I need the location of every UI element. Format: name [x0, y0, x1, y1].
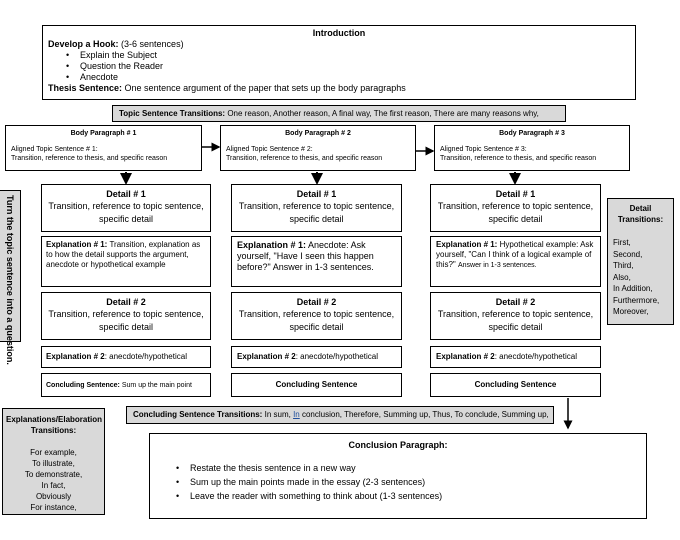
explanation-text: Hypothetical example: Ask yourself, "Can…: [436, 240, 594, 269]
conclusion-box: Conclusion Paragraph: Restate the thesis…: [149, 433, 647, 519]
explanation-small-text: Answer in 1-3 sentences.: [457, 262, 537, 269]
concluding-box: Concluding Sentence: [231, 373, 402, 397]
body-paragraph-1: Body Paragraph # 1 Aligned Topic Sentenc…: [5, 125, 202, 171]
explanation-label: Explanation # 2: [237, 352, 296, 361]
detail-title: Detail # 2: [495, 297, 536, 307]
elaboration-item: For instance,: [30, 503, 77, 512]
concluding-box: Concluding Sentence: [430, 373, 601, 397]
detail-transition-item: In Addition,: [613, 284, 653, 293]
body-paragraph-3: Body Paragraph # 3 Aligned Topic Sentenc…: [434, 125, 630, 171]
body-paragraph-title: Body Paragraph # 3: [499, 130, 565, 137]
detail-title: Detail # 2: [106, 297, 146, 307]
hook-line: Develop a Hook: (3-6 sentences): [48, 39, 630, 50]
explanation-label: Explanation # 2: [46, 352, 105, 361]
conclusion-item: Restate the thesis sentence in a new way: [172, 461, 638, 475]
concluding-label: Concluding Sentence: [275, 380, 358, 389]
concluding-transitions-link[interactable]: In: [293, 410, 300, 419]
explanation-label: Explanation # 1:: [46, 240, 108, 249]
thesis-text: One sentence argument of the paper that …: [124, 83, 406, 93]
topic-transitions-label: Topic Sentence Transitions:: [119, 109, 226, 118]
detail-transition-item: Furthermore,: [613, 295, 660, 305]
detail-1-box: Detail # 1 Transition, reference to topi…: [41, 184, 211, 232]
concluding-label: Concluding Sentence:: [46, 382, 120, 389]
explanation-2-box: Explanation # 2: anecdote/hypothetical: [430, 346, 601, 368]
explanation-text: : anecdote/hypothetical: [494, 352, 577, 361]
elaboration-item: To illustrate,: [32, 459, 75, 468]
explanation-2-box: Explanation # 2: anecdote/hypothetical: [41, 346, 211, 368]
aligned-topic-label: Aligned Topic Sentence # 1:: [11, 146, 98, 153]
explanation-label: Explanation # 2: [436, 352, 495, 361]
concluding-text: Sum up the main point: [121, 382, 192, 389]
elaboration-item: For example,: [30, 448, 77, 457]
elaboration-item: Obviously: [35, 492, 72, 501]
side-note-box: Turn the topic sentence into a question.: [0, 190, 21, 365]
explanation-text: : anecdote/hypothetical: [295, 352, 378, 361]
hook-item: Anecdote: [62, 72, 630, 83]
aligned-topic-text: Transition, reference to thesis, and spe…: [11, 155, 168, 162]
body-paragraph-title: Body Paragraph # 2: [285, 130, 351, 137]
detail-transition-item: Third,: [613, 261, 634, 270]
explanation-label: Explanation # 1:: [237, 240, 307, 250]
detail-text: Transition, reference to topic sentence,…: [238, 201, 395, 224]
aligned-topic-text: Transition, reference to thesis, and spe…: [440, 155, 597, 162]
concluding-transitions-text-after: conclusion, Therefore, Summing up, Thus,…: [301, 410, 549, 419]
detail-1-box: Detail # 1 Transition, reference to topi…: [231, 184, 402, 232]
detail-transition-item: Moreover,: [613, 307, 649, 316]
thesis-line: Thesis Sentence: One sentence argument o…: [48, 83, 630, 94]
detail-transition-item: Second,: [613, 249, 643, 259]
thesis-label: Thesis Sentence:: [48, 83, 123, 93]
concluding-transitions-box: Concluding Sentence Transitions: In sum,…: [126, 406, 554, 424]
conclusion-item: Sum up the main points made in the essay…: [172, 475, 638, 489]
conclusion-item: Leave the reader with something to think…: [172, 489, 638, 503]
detail-title: Detail # 1: [495, 189, 536, 199]
explanation-1-box: Explanation # 1: Hypothetical example: A…: [430, 236, 601, 287]
detail-title: Detail # 1: [296, 189, 337, 199]
detail-text: Transition, reference to topic sentence,…: [238, 309, 395, 332]
elaboration-item: In fact,: [41, 481, 66, 490]
detail-title: Detail # 1: [106, 189, 146, 199]
introduction-title: Introduction: [312, 28, 366, 38]
topic-transitions-text: One reason, Another reason, A final way,…: [227, 109, 539, 118]
explanation-text: Anecdote: Ask yourself, "Have I seen thi…: [237, 240, 374, 272]
aligned-topic-label: Aligned Topic Sentence # 2:: [226, 146, 313, 153]
concluding-label: Concluding Sentence: [474, 380, 557, 389]
detail-text: Transition, reference to topic sentence,…: [437, 309, 594, 332]
hook-label: Develop a Hook:: [48, 39, 119, 49]
detail-2-box: Detail # 2 Transition, reference to topi…: [231, 292, 402, 340]
aligned-topic-label: Aligned Topic Sentence # 3:: [440, 146, 527, 153]
explanation-2-box: Explanation # 2: anecdote/hypothetical: [231, 346, 402, 368]
detail-transition-item: Also,: [613, 272, 631, 282]
hook-item: Explain the Subject: [62, 50, 630, 61]
detail-text: Transition, reference to topic sentence,…: [437, 201, 594, 224]
elaboration-transitions-box: Explanations/Elaboration Transitions: Fo…: [2, 408, 105, 515]
explanation-1-box: Explanation # 1: Transition, explanation…: [41, 236, 211, 287]
concluding-box: Concluding Sentence: Sum up the main poi…: [41, 373, 211, 397]
detail-2-box: Detail # 2 Transition, reference to topi…: [41, 292, 211, 340]
detail-transitions-title: Detail Transitions:: [617, 204, 664, 224]
explanation-text: : anecdote/hypothetical: [104, 352, 187, 361]
side-note-text: Turn the topic sentence into a question.: [5, 195, 15, 365]
conclusion-title: Conclusion Paragraph:: [348, 440, 448, 450]
explanation-label: Explanation # 1:: [436, 240, 498, 249]
body-paragraph-2: Body Paragraph # 2 Aligned Topic Sentenc…: [220, 125, 416, 171]
concluding-transitions-label: Concluding Sentence Transitions:: [133, 410, 263, 419]
introduction-box: Introduction Develop a Hook: (3-6 senten…: [42, 25, 636, 100]
topic-transitions-box: Topic Sentence Transitions: One reason, …: [112, 105, 566, 122]
explanation-text: Transition, explanation as to how the de…: [46, 240, 201, 269]
detail-text: Transition, reference to topic sentence,…: [48, 309, 204, 332]
body-paragraph-title: Body Paragraph # 1: [70, 130, 137, 137]
aligned-topic-text: Transition, reference to thesis, and spe…: [226, 155, 383, 162]
elaboration-title: Explanations/Elaboration Transitions:: [6, 415, 103, 435]
detail-text: Transition, reference to topic sentence,…: [48, 201, 204, 224]
detail-2-box: Detail # 2 Transition, reference to topi…: [430, 292, 601, 340]
detail-title: Detail # 2: [296, 297, 337, 307]
hook-item: Question the Reader: [62, 61, 630, 72]
detail-transitions-box: Detail Transitions: First, Second, Third…: [607, 198, 674, 325]
detail-1-box: Detail # 1 Transition, reference to topi…: [430, 184, 601, 232]
detail-transition-item: First,: [613, 238, 631, 247]
concluding-transitions-text-before: In sum,: [264, 410, 291, 419]
explanation-1-box: Explanation # 1: Anecdote: Ask yourself,…: [231, 236, 402, 287]
hook-note: (3-6 sentences): [121, 39, 184, 49]
elaboration-item: To demonstrate,: [24, 470, 83, 479]
